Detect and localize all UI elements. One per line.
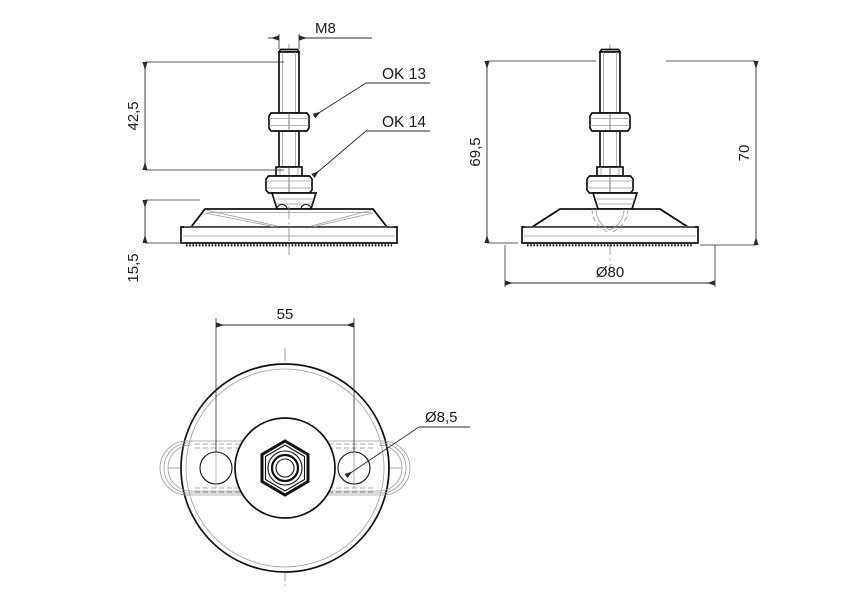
front-stud bbox=[277, 48, 301, 168]
front-base-plate bbox=[180, 206, 398, 250]
annotation-ok-14: OK 14 bbox=[311, 114, 430, 178]
dimension-diameter-8-5-text: Ø8,5 bbox=[425, 409, 458, 426]
front-collar bbox=[275, 166, 303, 177]
dimension-55: 55 bbox=[215, 306, 355, 452]
side-swivel-housing bbox=[591, 192, 639, 210]
side-elevation-view: 69,5 70 Ø80 bbox=[467, 44, 759, 287]
annotation-ok-14-text: OK 14 bbox=[382, 114, 426, 131]
front-swivel-housing bbox=[270, 192, 318, 210]
dimension-70-text: 70 bbox=[736, 145, 753, 162]
dimension-69-5-text: 69,5 bbox=[467, 137, 484, 166]
bottom-plan-view: 55 Ø8,5 bbox=[159, 306, 470, 586]
dimension-55-text: 55 bbox=[277, 306, 294, 323]
side-hidden-cone-left bbox=[591, 208, 611, 234]
dimension-15-5-text: 15,5 bbox=[125, 253, 142, 282]
side-stud bbox=[598, 48, 622, 168]
side-hidden-cone-right bbox=[609, 208, 629, 234]
dimension-m8-text: M8 bbox=[315, 20, 336, 37]
side-lower-hex-nut bbox=[586, 175, 634, 194]
side-base-plate bbox=[521, 208, 699, 247]
dimension-70: 70 bbox=[666, 60, 759, 246]
dimension-42-5-text: 42,5 bbox=[125, 101, 142, 130]
front-elevation-view: M8 42,5 15,5 OK 13 OK 14 bbox=[125, 20, 430, 283]
front-upper-hex-nut bbox=[268, 112, 310, 132]
annotation-ok-13: OK 13 bbox=[312, 66, 430, 119]
dimension-15-5: 15,5 bbox=[125, 199, 200, 283]
side-upper-hex-nut bbox=[589, 112, 631, 132]
dimension-diameter-8-5: Ø8,5 bbox=[344, 409, 470, 479]
dimension-diameter-80-text: Ø80 bbox=[596, 264, 624, 281]
annotation-ok-13-text: OK 13 bbox=[382, 66, 426, 83]
dimension-69-5: 69,5 bbox=[467, 60, 596, 244]
plan-center-hex-nut bbox=[260, 439, 310, 497]
plan-rim-circle bbox=[185, 368, 385, 568]
dimension-m8: M8 bbox=[268, 20, 372, 49]
side-collar bbox=[596, 166, 624, 177]
front-lower-hex-nut bbox=[265, 175, 313, 194]
dimension-diameter-80: Ø80 bbox=[504, 245, 716, 287]
dimension-42-5: 42,5 bbox=[125, 61, 284, 171]
